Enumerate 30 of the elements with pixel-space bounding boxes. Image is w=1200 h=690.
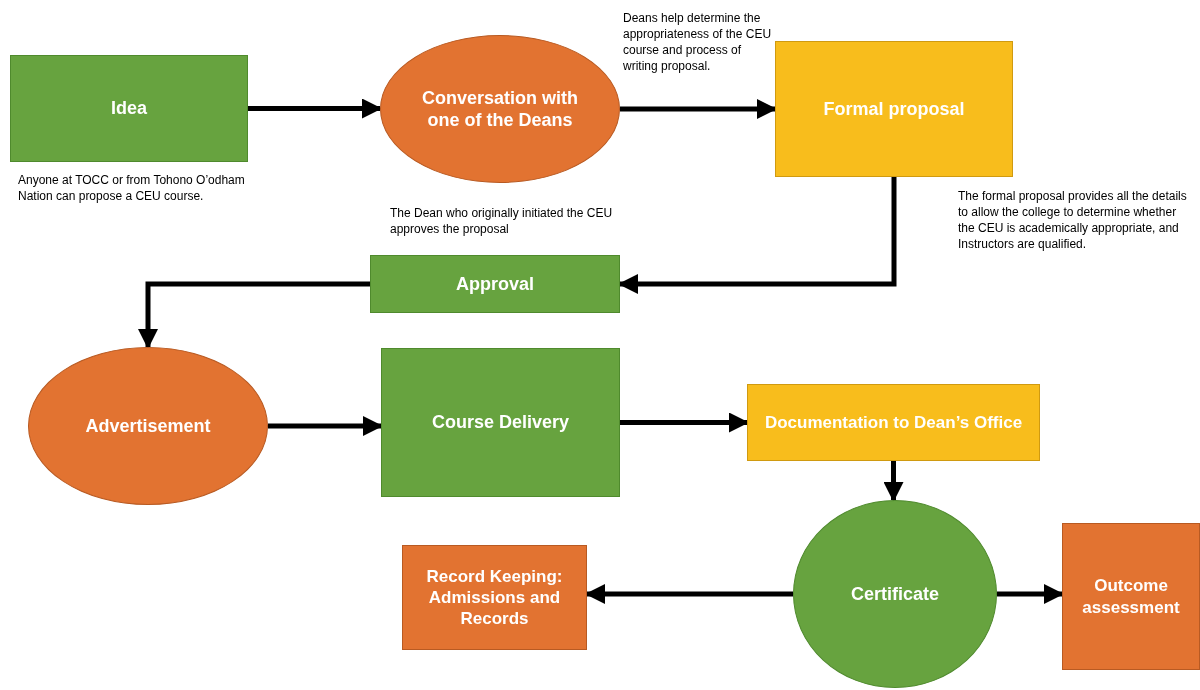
node-label: Course Delivery [431, 411, 570, 434]
arrow [620, 412, 749, 433]
process-box [381, 348, 620, 497]
process-box [747, 384, 1040, 461]
arrow [883, 461, 904, 502]
annotation-text: Anyone at TOCC or from Tohono O’odham Nation can propose a CEU course. [18, 172, 246, 204]
arrow [997, 584, 1064, 604]
process-box [1062, 523, 1200, 670]
node-label: Outcome assessment [1081, 575, 1181, 618]
arrow [138, 281, 370, 349]
process-box [10, 55, 248, 162]
node-label: Record Keeping: Admissions and Records [425, 565, 564, 630]
arrow [268, 416, 383, 436]
node-label: Conversation with one of the Deans [421, 86, 579, 132]
node-label: Approval [456, 272, 534, 296]
node-label: Documentation to Dean’s Office [764, 411, 1023, 434]
process-box [370, 255, 620, 313]
annotation-text: The Dean who originally initiated the CEU approves the proposal [390, 205, 614, 237]
arrow [585, 584, 793, 604]
arrow [248, 98, 382, 119]
arrow [618, 177, 897, 294]
node-label: Certificate [851, 582, 939, 606]
node-label: Idea [111, 97, 147, 120]
arrow [620, 99, 777, 119]
annotation-text: Deans help determine the appropriateness of the CEU course and process of writing proposal. [623, 10, 773, 74]
node-label: Advertisement [85, 414, 211, 438]
node-label: Formal proposal [823, 97, 965, 121]
process-box [402, 545, 587, 650]
annotation-text: The formal proposal provides all the details to allow the college to determine whether the CEU is academically appropriate, and Instructors are qualified. [958, 188, 1188, 252]
process-box [775, 41, 1013, 177]
